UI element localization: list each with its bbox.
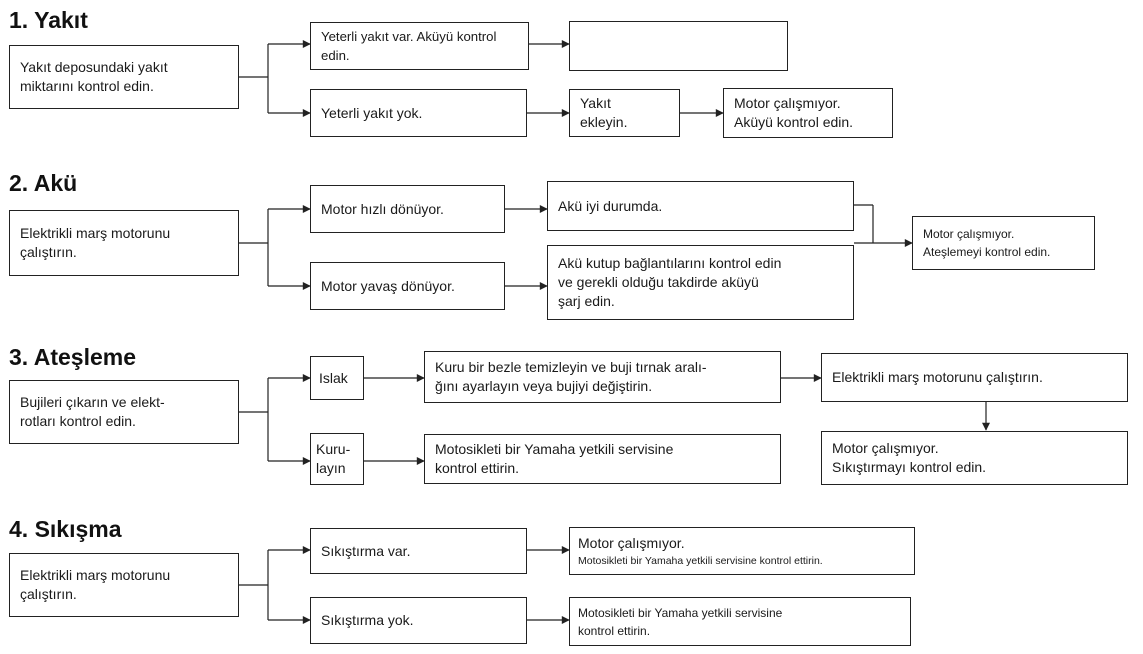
fuel-check-text: Yakıt deposundaki yakıt miktarını kontro…: [20, 59, 168, 94]
ignition-service-text: Motosikleti bir Yamaha yetkili servisine…: [435, 441, 674, 476]
fuel-result-text: Motor çalışmıyor. Aküyü kontrol edin.: [734, 95, 854, 130]
ignition-service-box: Motosikleti bir Yamaha yetkili servisine…: [424, 434, 781, 484]
section-title-battery: 2. Akü: [9, 170, 78, 196]
battery-good-text: Akü iyi durumda.: [558, 197, 663, 214]
connector-fuel-split: [239, 44, 269, 113]
connector-compression-split: [239, 550, 269, 620]
ignition-clean-text: Kuru bir bezle temizleyin ve buji tırnak…: [435, 359, 707, 394]
ignition-check-box: Bujileri çıkarın ve elekt- rotları kontr…: [9, 380, 239, 444]
connector-battery-merge: [854, 204, 874, 244]
battery-result-text: Motor çalışmıyor. Ateşlemeyi kontrol edi…: [923, 227, 1051, 259]
fuel-check-box: Yakıt deposundaki yakıt miktarını kontro…: [9, 45, 239, 109]
battery-result-box: Motor çalışmıyor. Ateşlemeyi kontrol edi…: [912, 216, 1095, 270]
compression-yes-box: Sıkıştırma var.: [310, 528, 527, 574]
compression-no-text: Sıkıştırma yok.: [321, 612, 414, 628]
ignition-result-box: Motor çalışmıyor. Sıkıştırmayı kontrol e…: [821, 431, 1128, 485]
battery-check-box: Elektrikli marş motorunu çalıştırın.: [9, 210, 239, 276]
ignition-wet-box: Islak: [310, 356, 364, 400]
compression-yes-text: Sıkıştırma var.: [321, 542, 411, 559]
battery-good-box: Akü iyi durumda.: [547, 181, 854, 231]
battery-slow-box: Motor yavaş dönüyor.: [310, 262, 505, 310]
compression-no-box: Sıkıştırma yok.: [310, 597, 527, 644]
fuel-add-text: Yakıt ekleyin.: [580, 95, 628, 130]
ignition-dry-box: Kuru- layın: [310, 433, 364, 485]
battery-fast-text: Motor hızlı dönüyor.: [321, 200, 444, 217]
fuel-not-enough-text: Yeterli yakıt yok.: [321, 104, 423, 121]
ignition-wet-text: Islak: [319, 369, 348, 386]
compression-yes-result-box: Motor çalışmıyor. Motosikleti bir Yamaha…: [569, 527, 915, 575]
ignition-dry-text: Kuru- layın: [316, 441, 351, 476]
fuel-empty-next-box: [569, 21, 788, 71]
section-title-compression: 4. Sıkışma: [9, 516, 122, 542]
ignition-result-text: Motor çalışmıyor. Sıkıştırmayı kontrol e…: [832, 440, 987, 475]
fuel-not-enough-box: Yeterli yakıt yok.: [310, 89, 527, 137]
battery-charge-text: Akü kutup bağlantılarını kontrol edin ve…: [558, 255, 782, 309]
ignition-clean-box: Kuru bir bezle temizleyin ve buji tırnak…: [424, 351, 781, 403]
connector-ignition-split: [239, 378, 269, 461]
compression-result-line1: Motor çalışmıyor.: [578, 534, 685, 551]
compression-result-line2: Motosikleti bir Yamaha yetkili servisine…: [578, 554, 823, 567]
compression-check-box: Elektrikli marş motorunu çalıştırın.: [9, 553, 239, 617]
section-title-ignition: 3. Ateşleme: [9, 344, 136, 370]
fuel-add-box: Yakıt ekleyin.: [569, 89, 680, 137]
compression-yes-result-stack: Motor çalışmıyor. Motosikleti bir Yamaha…: [578, 534, 823, 569]
compression-no-result-box: Motosikleti bir Yamaha yetkili servisine…: [569, 597, 911, 646]
battery-slow-text: Motor yavaş dönüyor.: [321, 277, 455, 294]
compression-check-text: Elektrikli marş motorunu çalıştırın.: [20, 567, 171, 602]
battery-fast-box: Motor hızlı dönüyor.: [310, 185, 505, 233]
fuel-result-box: Motor çalışmıyor. Aküyü kontrol edin.: [723, 88, 893, 138]
section-title-fuel: 1. Yakıt: [9, 7, 88, 33]
compression-no-result-text: Motosikleti bir Yamaha yetkili servisine…: [578, 605, 783, 638]
battery-charge-box: Akü kutup bağlantılarını kontrol edin ve…: [547, 245, 854, 320]
ignition-check-text: Bujileri çıkarın ve elekt- rotları kontr…: [20, 394, 165, 429]
fuel-enough-box: Yeterli yakıt var. Aküyü kontrol edin.: [310, 22, 529, 70]
ignition-start-box: Elektrikli marş motorunu çalıştırın.: [821, 353, 1128, 402]
battery-check-text: Elektrikli marş motorunu çalıştırın.: [20, 225, 171, 260]
fuel-enough-text: Yeterli yakıt var. Aküyü kontrol edin.: [321, 29, 497, 63]
ignition-start-text: Elektrikli marş motorunu çalıştırın.: [832, 369, 1043, 385]
connector-battery-split: [239, 209, 269, 286]
